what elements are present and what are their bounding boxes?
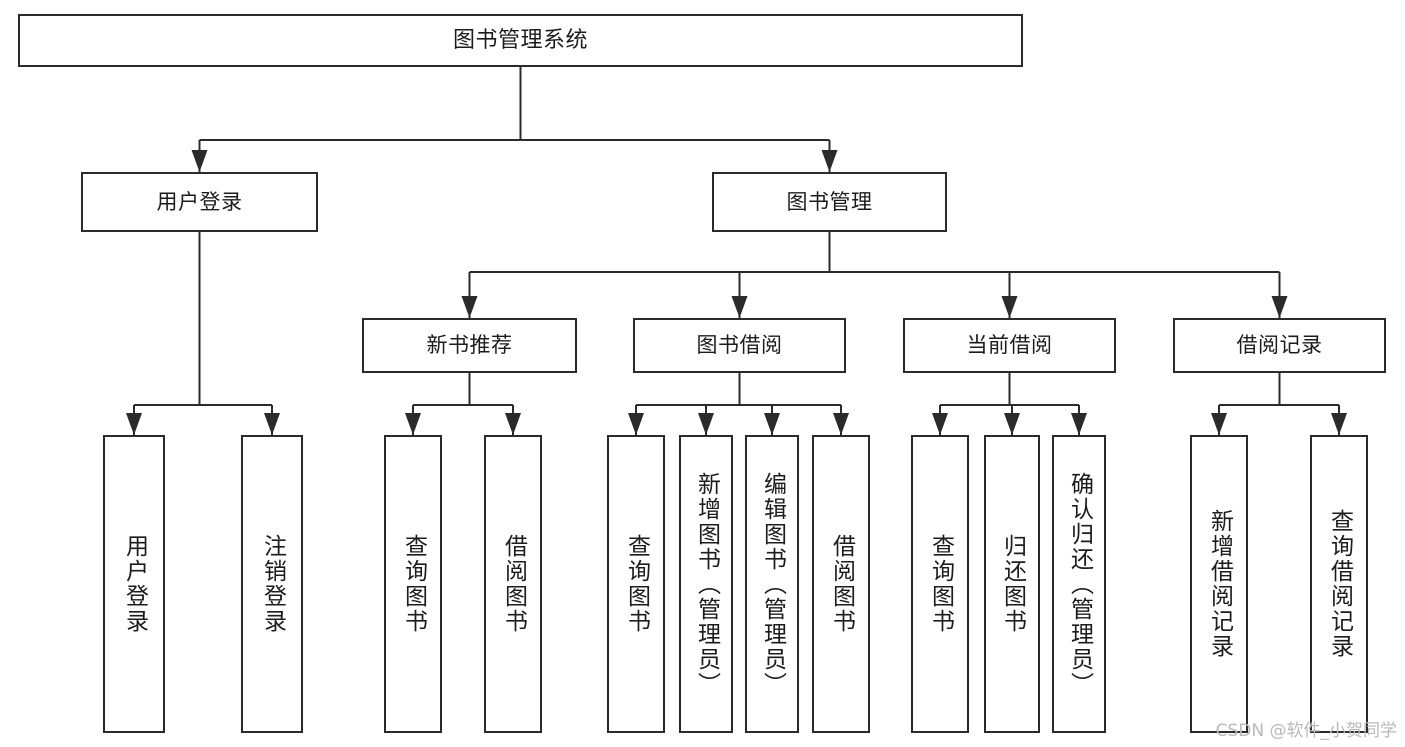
node-leaf-query-book-2[interactable]: 查询图书 [607, 435, 665, 733]
node-leaf-borrow-book-1-label: 借阅图书 [500, 534, 527, 634]
node-leaf-query-book-2-label: 查询图书 [623, 534, 650, 634]
node-borrow-record[interactable]: 借阅记录 [1173, 318, 1386, 373]
node-leaf-logout[interactable]: 注销登录 [241, 435, 303, 733]
watermark-text: CSDN @软件_小贺同学 [1215, 721, 1397, 741]
node-leaf-return-book[interactable]: 归还图书 [984, 435, 1040, 733]
node-leaf-add-record-label: 新增借阅记录 [1206, 509, 1233, 659]
node-leaf-user-login-label: 用户登录 [121, 534, 148, 634]
node-leaf-confirm-return-label: 确认归还（管理员） [1066, 471, 1093, 697]
node-leaf-add-book-label: 新增图书（管理员） [693, 471, 720, 697]
node-leaf-query-book-1-label: 查询图书 [400, 534, 427, 634]
node-user-login-label: 用户登录 [156, 189, 243, 214]
node-leaf-borrow-book-1[interactable]: 借阅图书 [484, 435, 542, 733]
node-user-login[interactable]: 用户登录 [81, 172, 318, 232]
node-borrow-record-label: 借阅记录 [1236, 333, 1323, 358]
node-leaf-borrow-book-2[interactable]: 借阅图书 [812, 435, 870, 733]
node-leaf-query-book-1[interactable]: 查询图书 [384, 435, 442, 733]
node-leaf-logout-label: 注销登录 [259, 534, 286, 634]
node-new-book-rec-label: 新书推荐 [426, 333, 513, 358]
node-leaf-edit-book[interactable]: 编辑图书（管理员） [745, 435, 799, 733]
node-leaf-borrow-book-2-label: 借阅图书 [828, 534, 855, 634]
node-root[interactable]: 图书管理系统 [18, 14, 1023, 67]
node-leaf-confirm-return[interactable]: 确认归还（管理员） [1052, 435, 1106, 733]
node-leaf-edit-book-label: 编辑图书（管理员） [759, 471, 786, 697]
node-book-manage-label: 图书管理 [786, 189, 873, 214]
node-current-borrow-label: 当前借阅 [966, 333, 1053, 358]
node-leaf-query-book-3-label: 查询图书 [927, 534, 954, 634]
node-root-label: 图书管理系统 [452, 27, 588, 53]
node-current-borrow[interactable]: 当前借阅 [903, 318, 1116, 373]
node-new-book-rec[interactable]: 新书推荐 [362, 318, 577, 373]
node-book-borrow[interactable]: 图书借阅 [633, 318, 846, 373]
node-leaf-query-book-3[interactable]: 查询图书 [911, 435, 969, 733]
node-leaf-return-book-label: 归还图书 [999, 534, 1026, 634]
node-book-manage[interactable]: 图书管理 [712, 172, 947, 232]
node-book-borrow-label: 图书借阅 [696, 333, 783, 358]
node-leaf-query-record-label: 查询借阅记录 [1326, 509, 1353, 659]
node-leaf-add-book[interactable]: 新增图书（管理员） [679, 435, 733, 733]
node-leaf-add-record[interactable]: 新增借阅记录 [1190, 435, 1248, 733]
node-leaf-query-record[interactable]: 查询借阅记录 [1310, 435, 1368, 733]
node-leaf-user-login[interactable]: 用户登录 [103, 435, 165, 733]
